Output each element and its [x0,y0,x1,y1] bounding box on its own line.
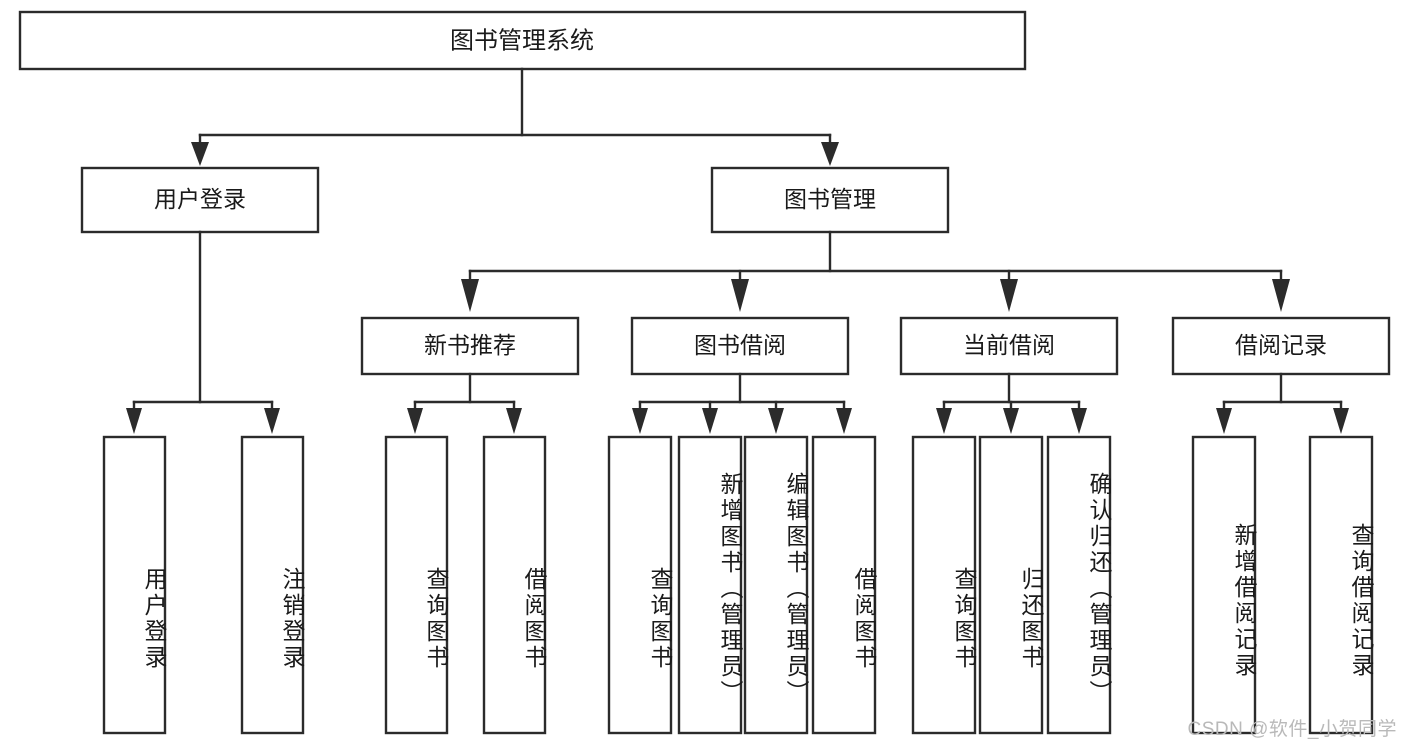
arrowhead-leaf-user-login [126,408,142,434]
node-book-management[interactable]: 图书管理 [710,166,950,234]
node-borrow-record-rect [1171,316,1391,376]
arrowhead-book-management [821,142,839,166]
node-book-management-rect [710,166,950,234]
arrowhead-leaf-return-book [1003,408,1019,434]
node-book-borrow-rect [630,316,850,376]
arrowhead-leaf-query-book-1 [407,408,423,434]
leaf-box-borrow-book-2[interactable] [811,435,877,735]
node-book-borrow[interactable]: 图书借阅 [630,316,850,376]
arrowhead-borrow-record [1272,279,1290,312]
node-root-system-rect [18,10,1027,71]
leaf-box-query-book-1[interactable] [384,435,449,735]
leaf-box-add-record[interactable] [1191,435,1257,735]
arrowhead-leaf-query-book-3 [936,408,952,434]
node-current-borrow-rect [899,316,1119,376]
node-user-login-label: 用户登录 [154,186,246,212]
node-root-system-label: 图书管理系统 [450,27,594,54]
leaf-box-user-login[interactable] [102,435,167,735]
arrowhead-leaf-add-book [702,408,718,434]
arrowhead-new-book-recommend [461,279,479,312]
arrowhead-book-borrow [731,279,749,312]
node-new-book-recommend[interactable]: 新书推荐 [360,316,580,376]
node-borrow-record-label: 借阅记录 [1235,332,1327,358]
watermark-label: CSDN @软件_小贺同学 [1187,719,1397,740]
arrowhead-leaf-borrow-book-2 [836,408,852,434]
node-new-book-recommend-label: 新书推荐 [424,332,516,358]
leaf-box-query-book-2[interactable] [607,435,673,735]
leaf-box-confirm-return[interactable] [1046,435,1112,735]
leaf-box-return-book[interactable] [978,435,1044,735]
node-current-borrow-label: 当前借阅 [963,332,1055,358]
arrowhead-user-login [191,142,209,166]
leaf-box-query-record[interactable] [1308,435,1374,735]
node-user-login[interactable]: 用户登录 [80,166,320,234]
node-borrow-record[interactable]: 借阅记录 [1171,316,1391,376]
leaf-box-edit-book[interactable] [743,435,809,735]
leaf-box-add-book[interactable] [677,435,743,735]
node-new-book-recommend-rect [360,316,580,376]
arrowhead-current-borrow [1000,279,1018,312]
arrowhead-leaf-borrow-book-1 [506,408,522,434]
arrowhead-leaf-query-book-2 [632,408,648,434]
arrowhead-leaf-logout [264,408,280,434]
arrowhead-leaf-edit-book [768,408,784,434]
arrowhead-leaf-add-record [1216,408,1232,434]
node-current-borrow[interactable]: 当前借阅 [899,316,1119,376]
leaf-box-logout[interactable] [240,435,305,735]
leaf-box-query-book-3[interactable] [911,435,977,735]
node-book-borrow-label: 图书借阅 [694,332,786,358]
arrowhead-leaf-confirm-return [1071,408,1087,434]
node-book-management-label: 图书管理 [784,186,876,212]
arrowhead-leaf-query-record [1333,408,1349,434]
leaf-box-borrow-book-1[interactable] [482,435,547,735]
node-root-system[interactable]: 图书管理系统 [18,10,1027,71]
